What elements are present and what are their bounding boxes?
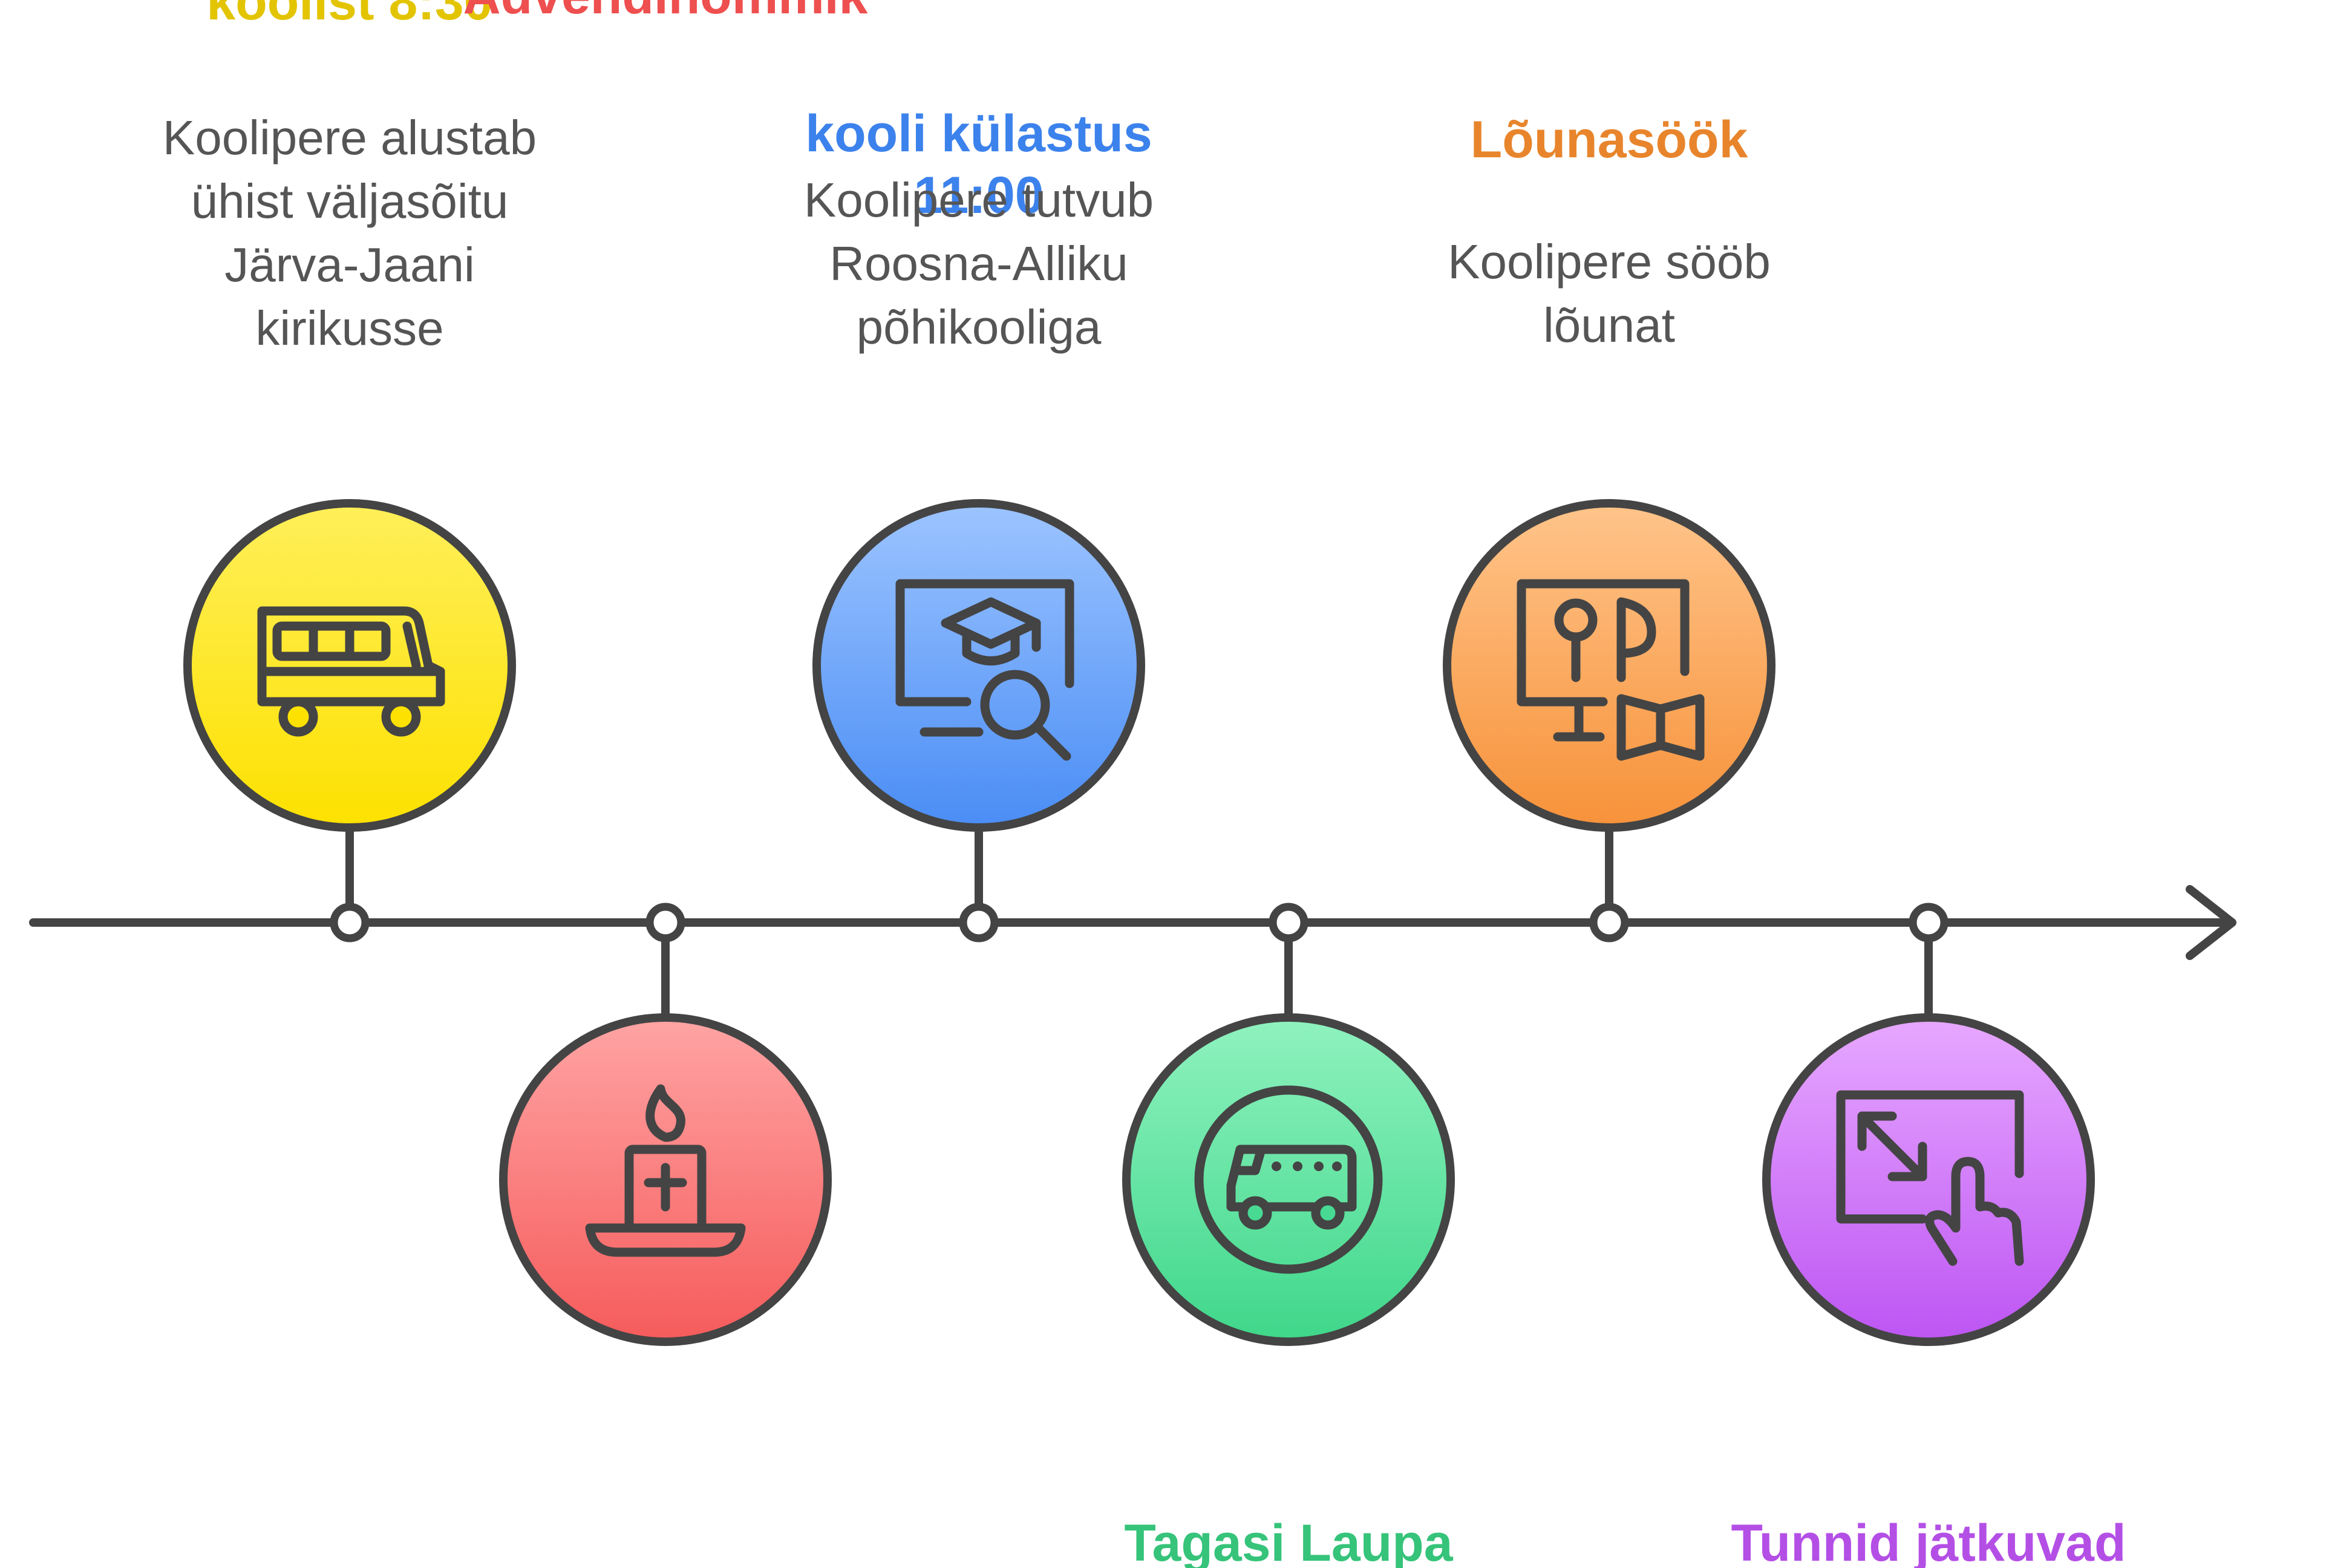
axis-marker: [1589, 903, 1629, 942]
event-title-line: kooli külastus: [805, 105, 1152, 163]
axis-marker: [959, 903, 999, 942]
event-description-line: Koolipere sööb: [1448, 235, 1771, 289]
event-circle: [1122, 1013, 1455, 1346]
timeline-axis: [29, 885, 2236, 960]
axis-marker: [330, 903, 370, 942]
event-description-line: lõunat: [1543, 298, 1675, 352]
event-title-line: Tunnid jätkuvad: [1731, 1514, 2126, 1568]
candle-icon: [585, 1084, 746, 1257]
timeline-event-1: [183, 499, 516, 942]
bus-icon: [257, 606, 445, 737]
axis-arrowhead: [2186, 885, 2236, 960]
axis-marker: [1909, 903, 1949, 942]
touch-screen-icon: [1836, 1090, 2024, 1266]
event-title-line: koolist 8:30: [206, 0, 493, 31]
timeline-event-5: [1443, 499, 1775, 942]
timeline-event-3: [812, 499, 1145, 942]
event-title: Lõunasöök: [1337, 109, 1881, 171]
event-circle: [812, 499, 1145, 832]
event-title: koolist 8:30: [77, 0, 622, 33]
event-circle: [183, 499, 516, 832]
event-description-line: kirikusse: [255, 301, 444, 355]
lunch-screen-icon: [1517, 579, 1705, 761]
event-title: Tunnid jätkuvad: [1656, 1512, 2201, 1568]
timeline-event-2: [499, 903, 832, 1346]
axis-marker: [1269, 903, 1308, 942]
event-description-line: ühist väljasõitu: [191, 174, 509, 228]
timeline-event-4: [1122, 903, 1455, 1346]
event-circle: [1762, 1013, 2095, 1346]
event-description-line: põhikooliga: [856, 300, 1102, 354]
event-description-line: Järva-Jaani: [224, 238, 475, 292]
axis-marker: [645, 903, 685, 942]
event-description: Koolipere sööb lõunat: [1337, 230, 1881, 357]
timeline-nodes: [183, 499, 2095, 1346]
event-title-line: 11:00: [913, 166, 1044, 224]
event-title-line: Lõunasöök: [1470, 111, 1748, 169]
event-title: Tagasi Laupa: [1016, 1512, 1561, 1568]
bus-badge-icon: [1194, 1085, 1383, 1274]
event-description-line: Roosna-Alliku: [829, 237, 1128, 290]
event-title-line: Tagasi Laupa: [1124, 1514, 1453, 1568]
event-title: Advendihommik: [393, 0, 938, 27]
event-description-line: Koolipere tutvub: [803, 173, 1154, 227]
timeline-event-6: [1762, 903, 2095, 1346]
event-circle: [1443, 499, 1775, 832]
event-title-line: Advendihommik: [393, 0, 938, 27]
education-search-icon: [895, 579, 1074, 761]
event-description-line: Koolipere alustab: [162, 111, 537, 165]
